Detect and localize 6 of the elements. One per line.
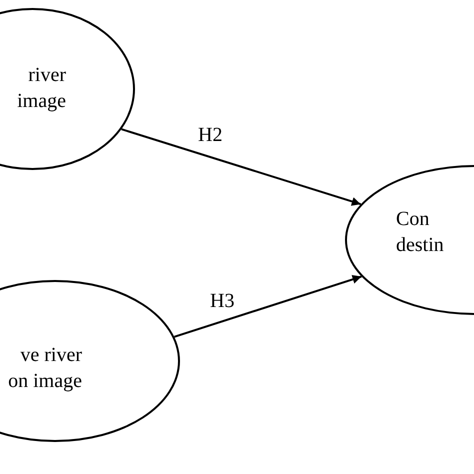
- arrow: [121, 128, 362, 206]
- ellipse-node: [0, 280, 180, 442]
- node-label: Con destin: [396, 207, 445, 258]
- node-label: ve river on image: [7, 343, 82, 394]
- arrow: [174, 275, 362, 338]
- node-label: river image: [16, 63, 66, 114]
